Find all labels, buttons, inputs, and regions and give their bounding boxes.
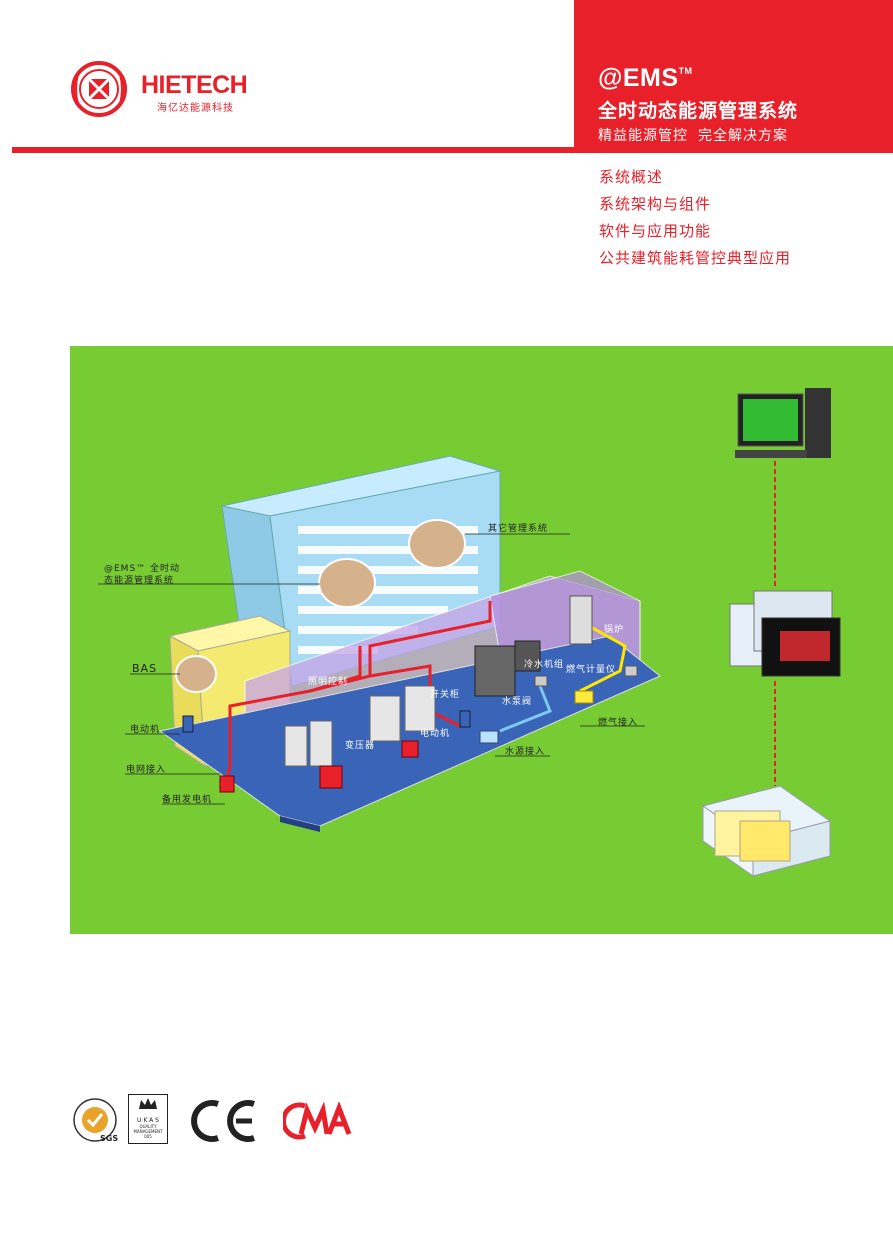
system-subtitle: 精益能源管控完全解决方案 — [598, 128, 788, 144]
equipment — [182, 595, 638, 793]
ems-title: @EMSTM — [598, 64, 693, 92]
gas-line — [579, 619, 627, 693]
label-gas-supply: 燃气接入 — [598, 718, 639, 728]
label-switchgear: 开关柜 — [430, 690, 461, 700]
ukas-number: 005 — [144, 1134, 152, 1139]
label-other-mgmt: 其它管理系统 — [488, 524, 549, 534]
header-divider — [12, 147, 893, 153]
ukas-line-3: MANAGEMENT — [133, 1129, 163, 1134]
toc-item[interactable]: 软件与应用功能 — [599, 222, 712, 240]
label-water-pump: 水泵阀 — [502, 697, 533, 707]
ems-monitor-icon — [735, 388, 831, 458]
label-ems-2: 态能源管理系统 — [104, 576, 175, 586]
toc-item[interactable]: 系统概述 — [599, 168, 664, 186]
label-water-supply: 水源接入 — [505, 747, 546, 757]
brand-name-cn: 海亿达能源科技 — [157, 103, 234, 114]
system-title: 全时动态能源管理系统 — [598, 100, 799, 122]
label-motor-mid: 电动机 — [420, 729, 451, 739]
ukas-line-2: QUALITY — [139, 1124, 157, 1129]
water-line — [499, 685, 552, 733]
software-screens-icon — [729, 590, 841, 677]
switchgear-room-icon — [701, 785, 832, 877]
header-red-block — [574, 0, 893, 147]
leader-lines — [98, 533, 645, 805]
label-boiler: 锅炉 — [604, 625, 625, 635]
ce-mark-icon — [191, 1100, 255, 1142]
toc-item[interactable]: 系统架构与组件 — [599, 195, 712, 213]
sgs-text: SGS — [100, 1134, 119, 1143]
ukas-cert: U K A S QUALITY MANAGEMENT 005 — [128, 1094, 168, 1144]
system-diagram-panel: 其它管理系统 @EMS™ 全时动 态能源管理系统 BAS 电动机 电网接入 备用… — [70, 346, 893, 934]
label-generator: 备用发电机 — [162, 795, 213, 805]
table-of-contents: 系统概述 系统架构与组件 软件与应用功能 公共建筑能耗管控典型应用 — [599, 164, 791, 272]
toc-item[interactable]: 公共建筑能耗管控典型应用 — [599, 249, 792, 267]
brand-name: HIETECH — [141, 71, 248, 99]
label-grid: 电网接入 — [126, 765, 167, 775]
label-chiller: 冷水机组 — [524, 660, 565, 670]
label-lighting: 照明控制 — [308, 677, 349, 687]
label-motor-left: 电动机 — [130, 725, 161, 735]
system-diagram — [98, 388, 841, 877]
label-transformer: 变压器 — [345, 741, 376, 751]
sgs-iso-cert-icon — [73, 1098, 117, 1142]
label-bas: BAS — [132, 662, 158, 675]
operator-vignettes — [175, 519, 466, 693]
label-ems-1: @EMS™ 全时动 — [104, 564, 181, 574]
crown-icon — [139, 1098, 157, 1109]
ukas-line-1: U K A S — [137, 1117, 159, 1124]
label-gas-meter: 燃气计量仪 — [566, 665, 617, 675]
cma-mark-icon — [283, 1102, 352, 1140]
hietech-logo-icon — [71, 61, 127, 117]
